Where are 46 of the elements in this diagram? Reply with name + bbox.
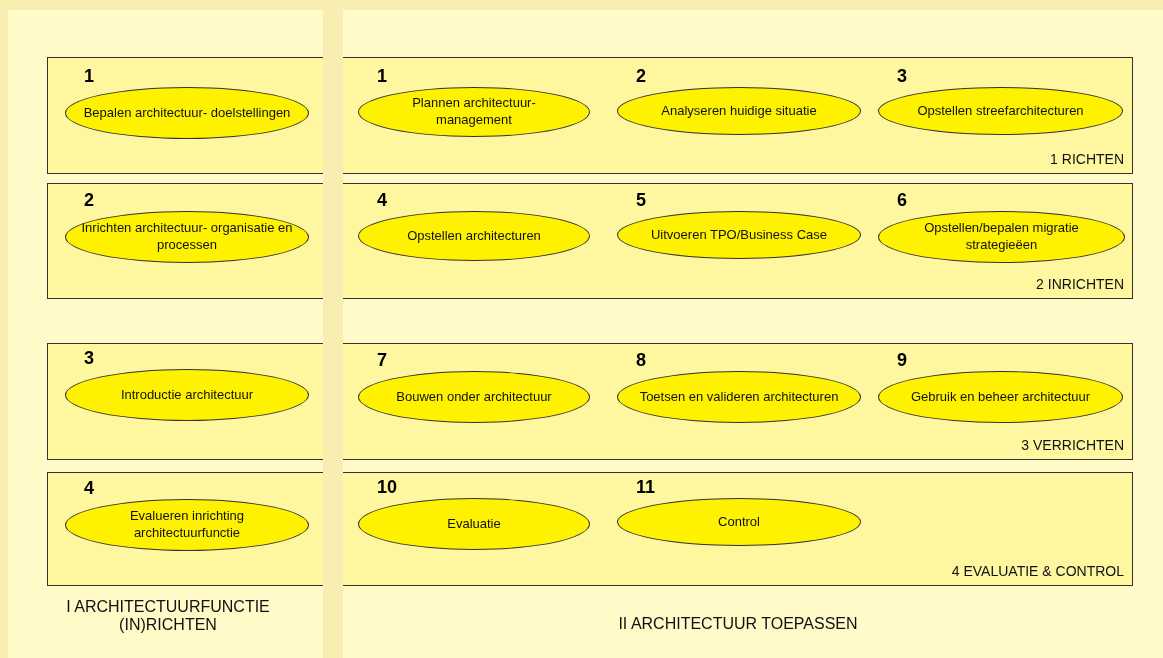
phase-box [343,183,1133,299]
phase-label: 3 VERRICHTEN [1021,437,1124,453]
step-number: 7 [377,350,387,371]
step-number: 5 [636,190,646,211]
phase-box [47,472,323,586]
process-label: Opstellen architecturen [406,227,542,245]
step-number: 4 [377,190,387,211]
phase-box [343,57,1133,174]
process-label: Introductie architectuur [119,386,255,404]
phase-box [47,183,323,299]
step-number: 8 [636,350,646,371]
process-label: Bepalen architectuur- doelstellingen [82,104,292,122]
process-label: Evaluatie [446,515,502,533]
step-number: 11 [636,477,656,498]
phase-label: 2 INRICHTEN [1036,276,1124,292]
step-number: 1 [84,66,94,87]
phase-box [47,57,323,174]
phase-box [343,472,1133,586]
process-label: Inrichten architectuur- organisatie en processen [80,220,294,254]
step-number: 2 [84,190,94,211]
process-label: Control [717,513,761,531]
step-number: 3 [84,348,94,369]
step-number: 4 [84,478,94,499]
phase-box [47,343,323,460]
process-label: Opstellen streefarchitecturen [916,102,1085,120]
process-label: Analyseren huidige situatie [660,102,818,120]
step-number: 10 [377,477,398,498]
process-label: Opstellen/bepalen migratie strategieëen [923,220,1080,254]
step-number: 6 [897,190,907,211]
column-title: I ARCHITECTUURFUNCTIE (IN)RICHTEN [65,598,271,634]
phase-label: 1 RICHTEN [1050,151,1124,167]
step-number: 2 [636,66,646,87]
step-number: 3 [897,66,907,87]
step-number: 1 [377,66,387,87]
process-label: Gebruik en beheer architectuur [909,388,1092,406]
phase-label: 4 EVALUATIE & CONTROL [951,563,1124,579]
process-label: Evalueren inrichting architectuurfunctie [128,508,246,542]
process-label: Bouwen onder architectuur [395,388,553,406]
process-label: Uitvoeren TPO/Business Case [649,226,829,244]
column-title: II ARCHITECTUUR TOEPASSEN [617,615,859,633]
step-number: 9 [897,350,907,371]
column-panel [343,10,1163,658]
column-panel [8,10,323,658]
process-label: Toetsen en valideren architecturen [638,388,840,406]
process-label: Plannen architectuur- management [411,95,537,129]
phase-box [343,343,1133,460]
